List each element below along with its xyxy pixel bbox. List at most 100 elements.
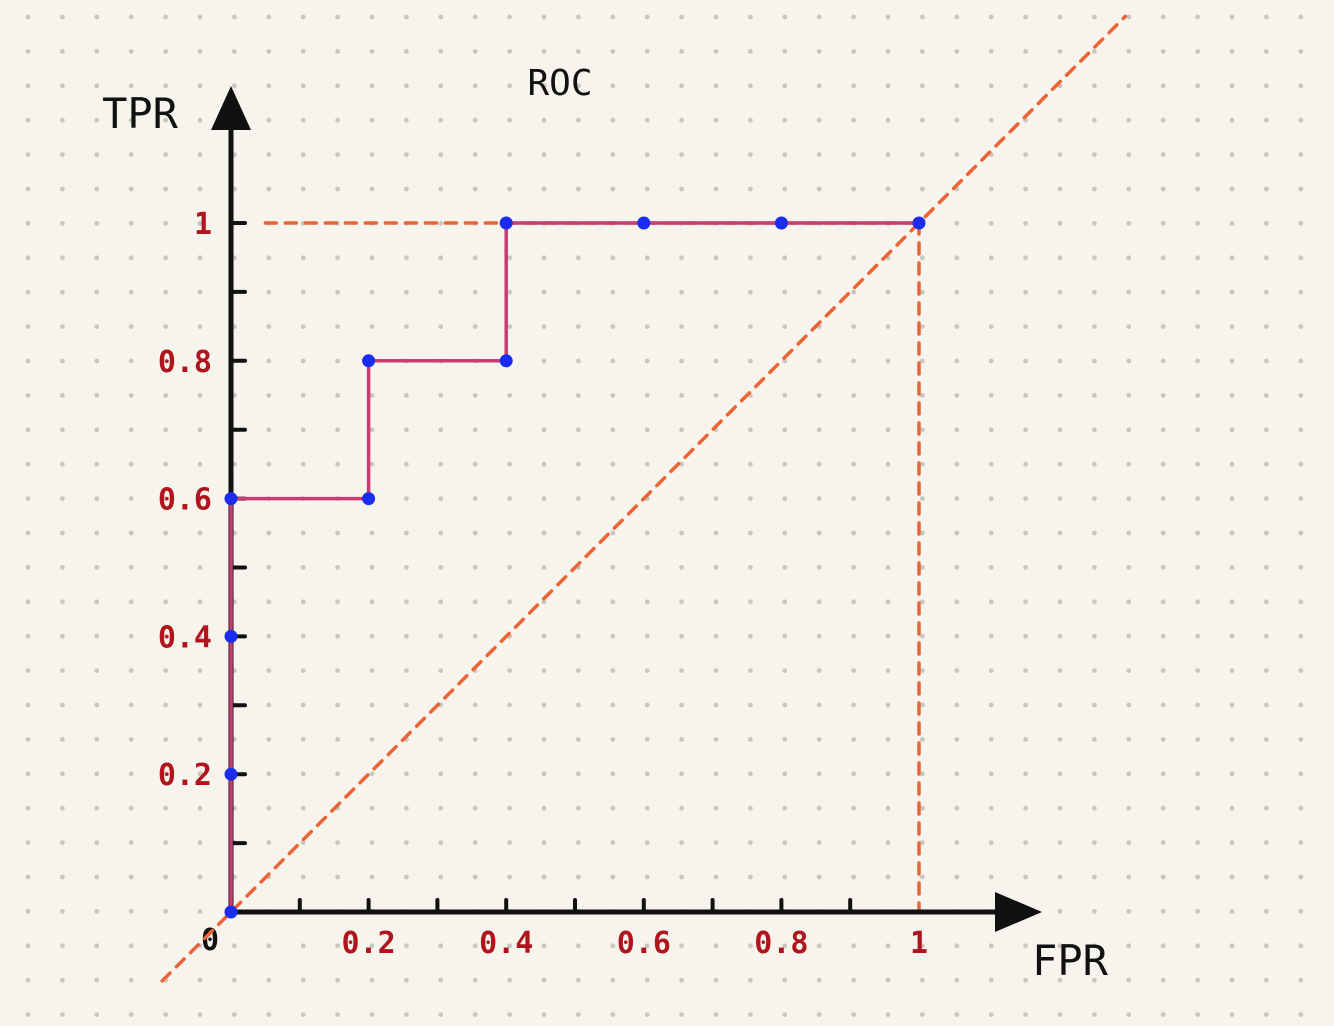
- grid-dot: [472, 565, 478, 570]
- grid-dot: [1023, 14, 1028, 20]
- grid-dot: [163, 530, 169, 536]
- grid-dot: [851, 461, 856, 467]
- grid-dot: [988, 83, 994, 89]
- grid-dot: [404, 289, 409, 295]
- grid-dot: [266, 289, 272, 295]
- grid-dot: [816, 393, 822, 398]
- grid-dot: [1023, 255, 1028, 261]
- grid-dot: [369, 874, 375, 880]
- grid-dot: [576, 461, 581, 467]
- grid-dot: [128, 805, 134, 811]
- grid-dot: [851, 117, 856, 123]
- grid-dot: [885, 14, 891, 20]
- grid-dot: [335, 49, 340, 54]
- grid-dot: [472, 83, 478, 89]
- grid-dot: [163, 255, 169, 261]
- grid-dot: [1298, 943, 1304, 949]
- grid-dot: [1160, 83, 1166, 89]
- grid-dot: [300, 805, 306, 811]
- grid-dot: [60, 427, 65, 433]
- grid-dot: [163, 737, 169, 742]
- grid-dot: [197, 702, 203, 708]
- grid-dot: [266, 943, 272, 949]
- grid-dot: [816, 702, 822, 708]
- grid-dot: [438, 943, 444, 949]
- grid-dot: [25, 702, 31, 708]
- grid-dot: [541, 977, 547, 983]
- grid-dot: [1057, 771, 1063, 777]
- grid-dot: [472, 840, 478, 845]
- grid-dot: [1092, 289, 1097, 295]
- grid-dot: [920, 49, 925, 54]
- grid-dot: [920, 393, 925, 398]
- grid-dot: [851, 427, 856, 433]
- grid-dot: [266, 1012, 272, 1017]
- grid-dot: [1057, 530, 1063, 536]
- grid-dot: [438, 221, 444, 226]
- grid-dot: [1023, 943, 1028, 949]
- grid-dot: [163, 49, 169, 54]
- grid-dot: [885, 633, 891, 639]
- grid-dot: [851, 152, 856, 158]
- grid-dot: [94, 324, 100, 329]
- grid-dot: [1160, 289, 1166, 295]
- grid-dot: [94, 668, 100, 673]
- grid-dot: [954, 599, 960, 605]
- grid-dot: [266, 668, 272, 673]
- grid-dot: [1057, 289, 1063, 295]
- grid-dot: [885, 427, 891, 433]
- grid-dot: [1195, 358, 1200, 364]
- grid-dot: [748, 83, 753, 89]
- grid-dot: [1160, 530, 1166, 536]
- grid-dot: [197, 358, 203, 364]
- grid-dot: [541, 83, 547, 89]
- grid-dot: [1092, 805, 1097, 811]
- grid-dot: [266, 977, 272, 983]
- grid-dot: [679, 668, 684, 673]
- grid-dot: [1195, 14, 1200, 20]
- grid-dot: [816, 565, 822, 570]
- grid-dot: [300, 737, 306, 742]
- grid-dot: [851, 358, 856, 364]
- grid-dot: [404, 1012, 409, 1017]
- grid-dot: [1264, 909, 1269, 914]
- grid-dot: [25, 771, 31, 777]
- grid-dot: [1126, 737, 1132, 742]
- grid-dot: [369, 702, 375, 708]
- grid-dot: [266, 461, 272, 467]
- grid-dot: [988, 461, 994, 467]
- grid-dot: [782, 152, 788, 158]
- grid-dot: [1092, 358, 1097, 364]
- grid-dot: [438, 117, 444, 123]
- grid-dot: [472, 324, 478, 329]
- grid-dot: [541, 393, 547, 398]
- grid-dot: [1023, 427, 1028, 433]
- grid-dot: [1023, 393, 1028, 398]
- grid-dot: [1229, 977, 1235, 983]
- grid-dot: [232, 49, 237, 54]
- grid-dot: [610, 117, 616, 123]
- grid-dot: [920, 702, 925, 708]
- grid-dot: [1126, 83, 1132, 89]
- grid-dot: [748, 14, 753, 20]
- grid-dot: [1264, 702, 1269, 708]
- grid-dot: [128, 14, 134, 20]
- grid-dot: [954, 152, 960, 158]
- grid-dot: [576, 393, 581, 398]
- grid-dot: [1160, 977, 1166, 983]
- grid-dot: [851, 496, 856, 501]
- grid-dot: [300, 461, 306, 467]
- grid-dot: [369, 633, 375, 639]
- roc-point: [224, 905, 238, 919]
- grid-dot: [94, 393, 100, 398]
- grid-dot: [748, 977, 753, 983]
- grid-dot: [369, 840, 375, 845]
- grid-dot: [1264, 221, 1269, 226]
- grid-dot: [507, 668, 512, 673]
- grid-dot: [816, 599, 822, 605]
- grid-dot: [472, 49, 478, 54]
- grid-dot: [1195, 909, 1200, 914]
- grid-dot: [1195, 702, 1200, 708]
- grid-dot: [507, 874, 512, 880]
- grid-dot: [1298, 840, 1304, 845]
